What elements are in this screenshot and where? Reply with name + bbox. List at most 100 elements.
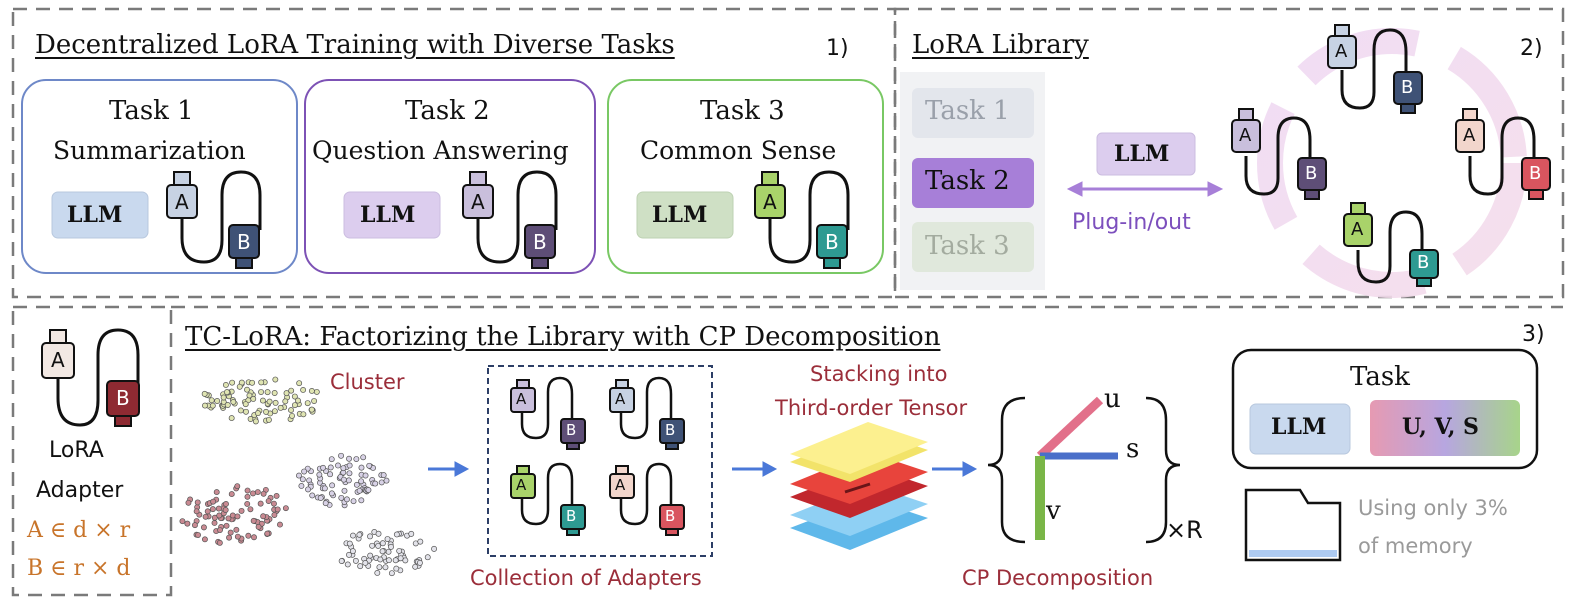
cluster-point (265, 498, 272, 504)
cp-decomposition-icon (987, 396, 1181, 544)
cluster-point (362, 472, 369, 479)
cluster-point (386, 557, 392, 564)
cluster-point (299, 476, 306, 483)
cluster-point (356, 487, 363, 494)
cluster-point (225, 515, 232, 522)
adapter-letter-b: B (825, 230, 839, 254)
cluster-point (216, 539, 223, 546)
cluster-point (346, 551, 352, 558)
adapter-panel-border (11, 305, 173, 597)
lora-adapter-icon-task3 (754, 170, 850, 269)
cluster-point (338, 558, 345, 564)
cluster-point (345, 477, 352, 484)
adapter-letter-a: A (51, 348, 65, 372)
task-box-title: Task (1350, 362, 1410, 392)
adapter-collection-box (487, 365, 713, 557)
task3-subtitle: Common Sense (640, 136, 837, 165)
cluster-point (273, 492, 280, 499)
task1-subtitle: Summarization (53, 136, 246, 165)
adapter-letter-a: A (516, 476, 527, 494)
ring-adapter-icon-3 (1455, 108, 1551, 200)
cluster-point (228, 491, 235, 498)
cluster-point (300, 411, 307, 418)
task-box-2 (304, 79, 596, 274)
adapter-letter-a: A (516, 390, 527, 408)
cluster-point (242, 401, 249, 408)
cluster-point (236, 383, 243, 390)
task-box-llm: LLM (1271, 414, 1327, 440)
cluster-point (311, 398, 318, 404)
cluster-point (356, 531, 363, 538)
cluster-point (244, 487, 251, 494)
cluster-point (412, 563, 419, 570)
task-box-uvs: U, V, S (1402, 414, 1479, 440)
cluster-point (255, 523, 262, 530)
cluster-point (402, 557, 409, 564)
cluster-point (214, 398, 221, 404)
cp-decomposition-label: CP Decomposition (962, 566, 1154, 590)
cluster-point (346, 540, 353, 547)
lora-library-list (900, 72, 1045, 290)
cluster-point (424, 554, 431, 561)
adapter-letter-b: B (665, 507, 676, 525)
task2-subtitle: Question Answering (312, 136, 569, 165)
lora-adapter-icon-task1 (166, 170, 262, 269)
cluster-point (362, 560, 369, 566)
panel3-title: TC-LoRA: Factorizing the Library with CP… (185, 322, 941, 352)
cluster-point (254, 489, 261, 495)
task-box-1 (21, 79, 298, 274)
panel1-border (11, 7, 897, 299)
vector-u-label: u (1104, 384, 1121, 414)
cluster-point (308, 406, 315, 413)
cluster-point (393, 565, 400, 572)
cluster-scatter (179, 376, 438, 577)
cluster-point (369, 542, 376, 549)
cluster-point (201, 390, 208, 397)
cluster-point (385, 548, 392, 555)
cluster-point (352, 557, 359, 564)
cluster-point (388, 570, 395, 577)
cluster-point (201, 536, 208, 543)
cluster-point (200, 524, 207, 531)
cluster-point (305, 486, 311, 493)
cluster-point (316, 471, 323, 478)
cluster-point (296, 472, 302, 479)
cluster-point (396, 547, 403, 554)
cluster-point (184, 520, 191, 527)
ring-adapter-icon-4 (1343, 202, 1439, 287)
cluster-point (222, 507, 229, 513)
cluster-point (288, 387, 295, 394)
rank-r-label: ×R (1166, 516, 1203, 544)
ring-adapter-icon-2 (1231, 108, 1327, 200)
plug-in-out-label: Plug-in/out (1072, 210, 1191, 235)
cluster-point (335, 462, 341, 469)
cluster-point (322, 500, 329, 507)
adapter-letter-b: B (566, 507, 577, 525)
cluster-point (358, 464, 365, 471)
cluster-point (211, 520, 218, 526)
cluster-point (215, 505, 222, 512)
cluster-point (343, 496, 350, 503)
cluster-point (209, 506, 216, 513)
library-item-task2: Task 2 (925, 166, 1010, 196)
cluster-point (282, 398, 289, 405)
cluster-point (379, 548, 386, 555)
cluster-point (350, 532, 356, 539)
cluster-point (367, 552, 374, 559)
cluster-point (245, 532, 252, 539)
cluster-point (223, 501, 229, 507)
cluster-point (289, 412, 295, 419)
cluster-point (346, 470, 353, 477)
cluster-point (320, 464, 327, 471)
collection-adapter-icons (510, 376, 685, 536)
cluster-point (380, 472, 387, 479)
cluster-point (260, 490, 267, 497)
cluster-point (338, 452, 345, 459)
cluster-point (229, 512, 236, 519)
cluster-point (272, 376, 279, 383)
adapter-letter-b: B (1401, 77, 1414, 98)
cluster-point (277, 521, 283, 528)
cluster-point (260, 513, 267, 520)
cluster-point (301, 468, 308, 475)
